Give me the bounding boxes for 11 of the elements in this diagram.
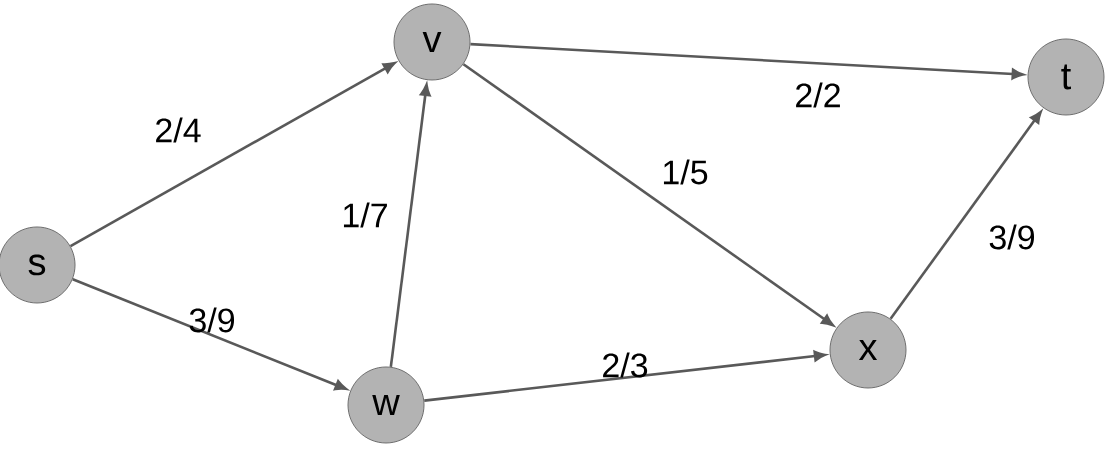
arrow xyxy=(69,62,396,248)
arrow xyxy=(424,350,827,402)
edge-label: 2/3 xyxy=(603,352,648,378)
edge-label: 1/5 xyxy=(663,159,708,185)
edge-label: 2/4 xyxy=(156,117,201,143)
edge-label: 3/9 xyxy=(989,224,1034,250)
edge-label: 2/2 xyxy=(796,82,840,108)
arrow xyxy=(389,83,431,367)
edge-label: 1/7 xyxy=(343,202,387,228)
arrow xyxy=(462,63,834,327)
arrow xyxy=(889,110,1042,320)
